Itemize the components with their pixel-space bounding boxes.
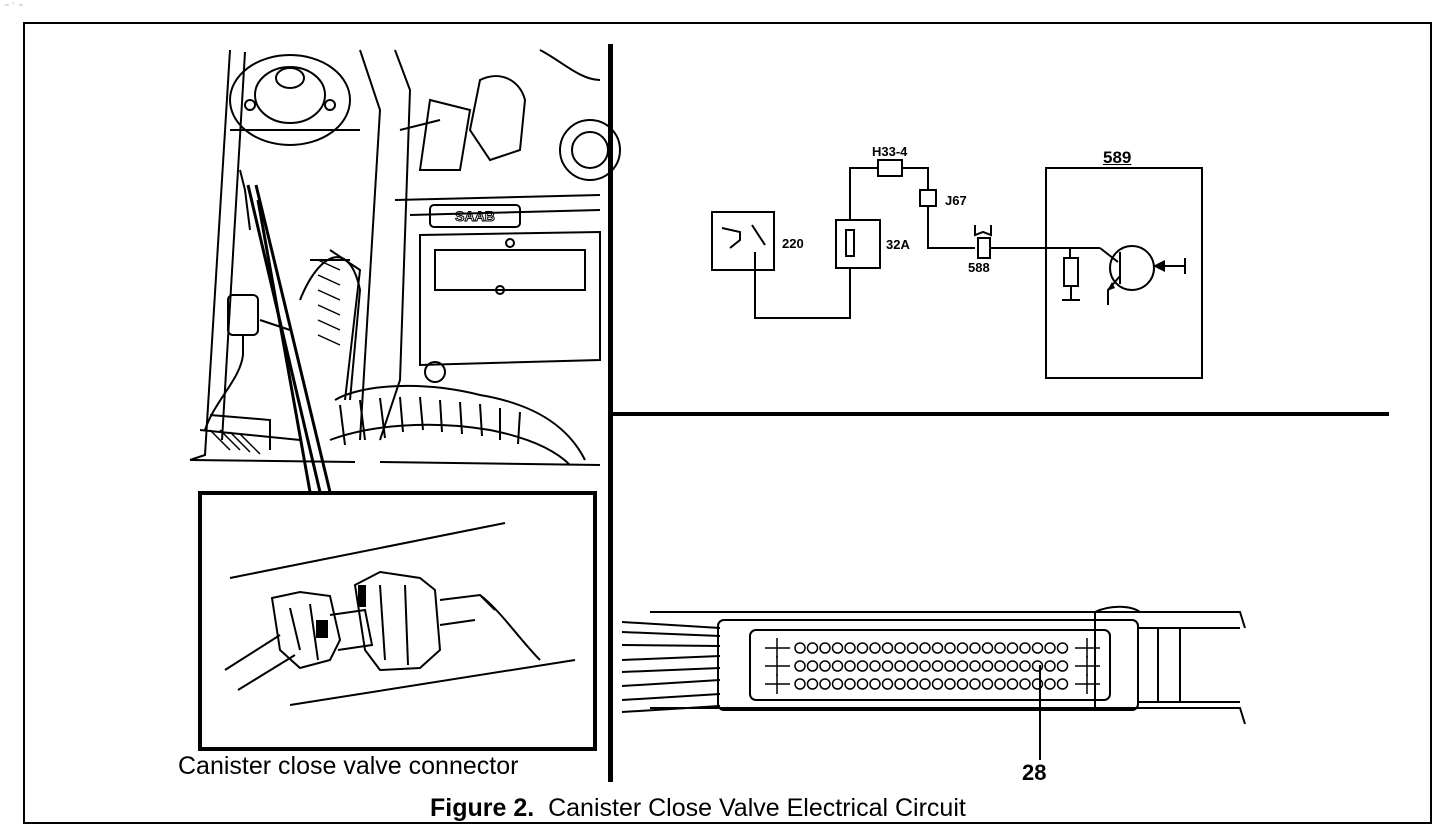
connector-pin — [1044, 642, 1056, 654]
connector-pin — [831, 642, 844, 654]
connector-pin — [994, 678, 1006, 690]
connector-pin — [881, 642, 894, 654]
connector-pin — [831, 660, 844, 672]
connector-pin — [819, 660, 831, 672]
connector-pin — [1019, 642, 1031, 654]
connector-pin — [1031, 642, 1044, 654]
connector-pin — [894, 678, 906, 690]
label-ecu: 589 — [1103, 148, 1132, 167]
connector-pin — [794, 642, 806, 654]
connector-pin — [969, 660, 981, 672]
connector-pin — [1031, 660, 1044, 672]
connector-pin — [894, 642, 906, 654]
valve-588-symbol — [977, 237, 991, 259]
connector-pin — [981, 642, 994, 654]
pin-grid — [765, 638, 1100, 694]
pin-rows — [794, 642, 1069, 690]
connector-pin — [981, 678, 994, 690]
connector-pin — [956, 678, 969, 690]
horizontal-divider — [611, 412, 1389, 416]
connector-pin — [1006, 678, 1019, 690]
connector-pin — [1031, 678, 1044, 690]
connector-pin — [931, 660, 944, 672]
label-fuse: 32A — [886, 237, 910, 252]
connector-pin — [1006, 660, 1019, 672]
connector-pin — [994, 660, 1006, 672]
connector-pin — [844, 660, 856, 672]
connector-pin — [806, 678, 819, 690]
connector-pin — [956, 642, 969, 654]
connector-pin — [1019, 678, 1031, 690]
label-valve: 588 — [968, 260, 990, 275]
connector-pin — [931, 642, 944, 654]
relay-symbol — [711, 211, 775, 271]
connector-pin — [1056, 660, 1069, 672]
connector-pin — [856, 642, 869, 654]
connector-pin — [1056, 678, 1069, 690]
connector-pin — [881, 660, 894, 672]
label-relay: 220 — [782, 236, 804, 251]
connector-pin — [844, 678, 856, 690]
connector-pin — [1019, 660, 1031, 672]
connector-pin — [881, 678, 894, 690]
label-h33: H33-4 — [872, 144, 908, 159]
connector-pin — [1006, 642, 1019, 654]
connector-pin — [919, 660, 931, 672]
connector-pin — [944, 642, 956, 654]
figure-number: Figure 2. — [430, 794, 535, 822]
connector-pin — [981, 660, 994, 672]
connector-pin — [1044, 678, 1056, 690]
connector-pin — [969, 678, 981, 690]
connector-pin — [869, 660, 881, 672]
label-junction: J67 — [945, 193, 967, 208]
figure-caption: Figure 2. Canister Close Valve Electrica… — [430, 794, 966, 823]
connector-pin — [931, 678, 944, 690]
connector-pin — [894, 660, 906, 672]
figure-title: Canister Close Valve Electrical Circuit — [548, 794, 966, 822]
connector-pin — [956, 660, 969, 672]
connector-pin — [819, 678, 831, 690]
connector-pin — [969, 642, 981, 654]
connector-pin — [794, 660, 806, 672]
connector-pin — [869, 678, 881, 690]
connector-pin — [806, 642, 819, 654]
figure-frame — [23, 22, 1432, 824]
connector-pin — [919, 642, 931, 654]
engine-brand-lettering: SAAB — [455, 208, 495, 224]
scan-mark: ⁻ ˙ ⁻ — [4, 2, 24, 13]
label-pin: 28 — [1022, 760, 1047, 785]
fuse-symbol — [835, 219, 881, 269]
connector-pin — [794, 678, 806, 690]
connector-pin — [844, 642, 856, 654]
connector-pin — [856, 678, 869, 690]
connector-pin — [1056, 642, 1069, 654]
connector-pin — [819, 642, 831, 654]
connector-pin — [944, 660, 956, 672]
vertical-divider — [608, 44, 613, 782]
connector-pin — [906, 660, 919, 672]
connector-caption: Canister close valve connector — [178, 752, 519, 780]
connector-pin — [1044, 660, 1056, 672]
connector-pin — [994, 642, 1006, 654]
connector-pin — [944, 678, 956, 690]
connector-pin — [906, 678, 919, 690]
ecu-589-box — [1045, 167, 1203, 379]
connector-pin — [831, 678, 844, 690]
connector-pin — [806, 660, 819, 672]
connector-pin — [906, 642, 919, 654]
connector-pin — [919, 678, 931, 690]
connector-pin — [869, 642, 881, 654]
connector-pin — [856, 660, 869, 672]
